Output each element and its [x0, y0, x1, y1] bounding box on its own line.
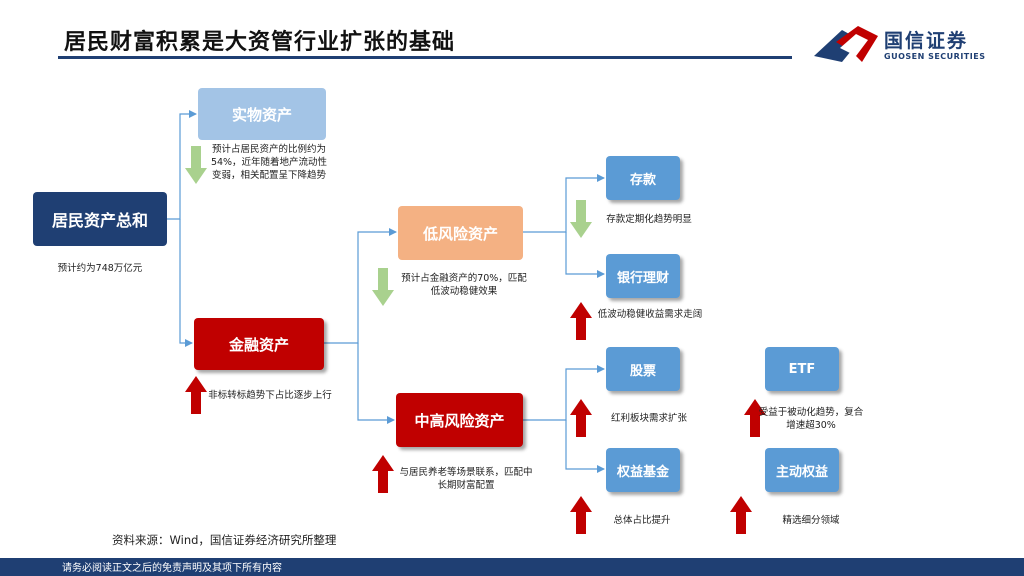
connector-total-to-financial: [179, 219, 193, 347]
arrow-up-icon: [730, 496, 752, 534]
arrow-up-icon: [744, 399, 766, 437]
node-stocks: 股票: [606, 347, 680, 391]
arrow-down-icon: [570, 200, 592, 238]
note-deposit: 存款定期化趋势明显: [606, 214, 692, 225]
connector-midrisk-to-stocks: [523, 365, 605, 421]
page-title: 居民财富积累是大资管行业扩张的基础: [64, 30, 456, 55]
note-mid-high-risk-assets: 与居民养老等场景联系，匹配中长期财富配置: [399, 467, 533, 491]
note-financial-assets: 非标转标趋势下占比逐步上行: [208, 390, 332, 401]
node-etf: ETF: [765, 347, 839, 391]
arrow-up-icon: [570, 399, 592, 437]
connector-lowrisk-to-bankwm: [565, 232, 605, 278]
arrow-up-icon: [185, 376, 207, 414]
node-mid-high-risk-assets: 中高风险资产: [396, 393, 523, 447]
guosen-logo: 国信证券 GUOSEN SECURITIES: [812, 22, 1012, 70]
source-note: 资料来源：Wind，国信证券经济研究所整理: [112, 533, 337, 547]
note-low-risk-assets: 预计占金融资产的70%，匹配低波动稳健效果: [401, 273, 527, 297]
note-physical-assets: 预计占居民资产的比例约为54%，近年随着地产流动性变弱，相关配置呈下降趋势: [210, 144, 328, 181]
node-deposit: 存款: [606, 156, 680, 200]
arrow-up-icon: [372, 455, 394, 493]
connector-financial-to-lowrisk: [324, 228, 397, 344]
connector-lowrisk-to-deposit: [523, 174, 605, 233]
node-bank-wealth-mgmt: 银行理财: [606, 254, 680, 298]
guosen-logo-mark-icon: [814, 26, 878, 62]
note-equity-fund: 总体占比提升: [613, 515, 671, 526]
arrow-up-icon: [570, 496, 592, 534]
note-total-assets: 预计约为748万亿元: [57, 263, 143, 274]
note-stocks: 红利板块需求扩张: [610, 413, 687, 424]
footer-disclaimer: 请务必阅读正文之后的免责声明及其项下所有内容: [62, 563, 282, 574]
connector-financial-to-midrisk: [357, 343, 395, 424]
note-etf: 受益于被动化趋势，复合增速超30%: [758, 407, 864, 431]
arrow-down-icon: [372, 268, 394, 306]
logo-name-cn: 国信证券: [884, 30, 969, 52]
title-divider: [58, 56, 792, 59]
note-bank-wealth-mgmt: 低波动稳健收益需求走阔: [597, 309, 703, 320]
node-financial-assets: 金融资产: [194, 318, 324, 370]
connector-midrisk-to-equityfund: [565, 420, 605, 473]
node-physical-assets: 实物资产: [198, 88, 326, 140]
node-low-risk-assets: 低风险资产: [398, 206, 523, 260]
connector-total-to-physical: [167, 110, 197, 220]
footer-bar: 请务必阅读正文之后的免责声明及其项下所有内容: [0, 558, 1024, 576]
logo-name-en: GUOSEN SECURITIES: [884, 52, 986, 61]
node-total-assets: 居民资产总和: [33, 192, 167, 246]
arrow-up-icon: [570, 302, 592, 340]
node-equity-fund: 权益基金: [606, 448, 680, 492]
node-active-equity: 主动权益: [765, 448, 839, 492]
note-active-equity: 精选细分领域: [782, 515, 840, 526]
arrow-down-icon: [185, 146, 207, 184]
